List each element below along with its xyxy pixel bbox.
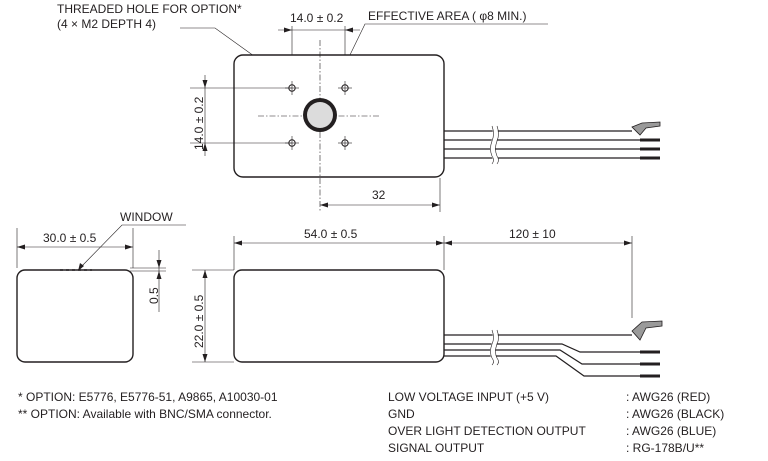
dim-arrow (234, 240, 242, 246)
wire-name: OVER LIGHT DETECTION OUTPUT (388, 424, 586, 438)
threaded-hole-label: THREADED HOLE FOR OPTION* (57, 2, 242, 16)
notes: * OPTION: E5776, E5776-51, A9865, A10030… (18, 390, 278, 421)
side-view-body (16, 269, 134, 363)
wire-spec: : AWG26 (BLUE) (626, 424, 716, 438)
dim-arrow (202, 80, 208, 88)
wire-table: LOW VOLTAGE INPUT (+5 V) : AWG26 (RED) G… (388, 390, 724, 455)
wire-name: LOW VOLTAGE INPUT (+5 V) (388, 390, 549, 404)
dim-arrow (17, 244, 25, 250)
front-view: 54.0 ± 0.5 120 ± 10 22.0 ± 0.5 (192, 227, 663, 378)
effective-area-window (303, 98, 337, 132)
wire-name: SIGNAL OUTPUT (388, 441, 485, 455)
top-view: THREADED HOLE FOR OPTION* (4 × M2 DEPTH … (57, 2, 661, 212)
dim-arrow (345, 27, 353, 33)
hole-spacing-vertical: 14.0 ± 0.2 (192, 96, 206, 150)
window-leader (79, 224, 186, 269)
dim-arrow (156, 271, 162, 279)
dim-arrow (436, 240, 444, 246)
height-dim: 22.0 ± 0.5 (192, 294, 206, 348)
wire-spec: : RG-178B/U** (626, 441, 704, 455)
threaded-hole (338, 136, 352, 150)
dim-arrow (202, 143, 208, 151)
side-view: 30.0 ± 0.5 WINDOW 0.5 (16, 210, 186, 363)
cable-length-dim: 120 ± 10 (509, 227, 556, 241)
option-note-1: * OPTION: E5776, E5776-51, A9865, A10030… (18, 390, 278, 404)
dim-arrow (284, 27, 292, 33)
wire-spec: : AWG26 (BLACK) (626, 407, 724, 421)
effective-area-label: EFFECTIVE AREA ( φ8 MIN.) (368, 9, 526, 23)
dim-arrow (202, 270, 208, 278)
wire-spec: : AWG26 (RED) (626, 390, 710, 404)
hole-spacing-horizontal: 14.0 ± 0.2 (290, 11, 344, 25)
dim-arrow (320, 202, 328, 208)
dim-arrow (624, 240, 632, 246)
option-note-2: ** OPTION: Available with BNC/SMA connec… (18, 407, 272, 421)
top-view-cables (444, 121, 661, 166)
center-distance: 32 (372, 188, 386, 202)
dim-arrow (202, 354, 208, 362)
window-label: WINDOW (120, 210, 173, 224)
wire-name: GND (388, 407, 415, 421)
side-width-dim: 30.0 ± 0.5 (43, 231, 97, 245)
threaded-hole-spec: (4 × M2 DEPTH 4) (57, 17, 156, 31)
leader-arrow (78, 263, 84, 271)
threaded-hole (338, 81, 352, 95)
dim-arrow (125, 244, 133, 250)
dim-arrow (432, 202, 440, 208)
length-dim: 54.0 ± 0.5 (304, 227, 358, 241)
front-view-body (233, 269, 445, 363)
dim-arrow (156, 260, 162, 268)
dim-arrow (444, 240, 452, 246)
window-offset-dim: 0.5 (147, 287, 161, 304)
front-view-cables (444, 320, 663, 378)
